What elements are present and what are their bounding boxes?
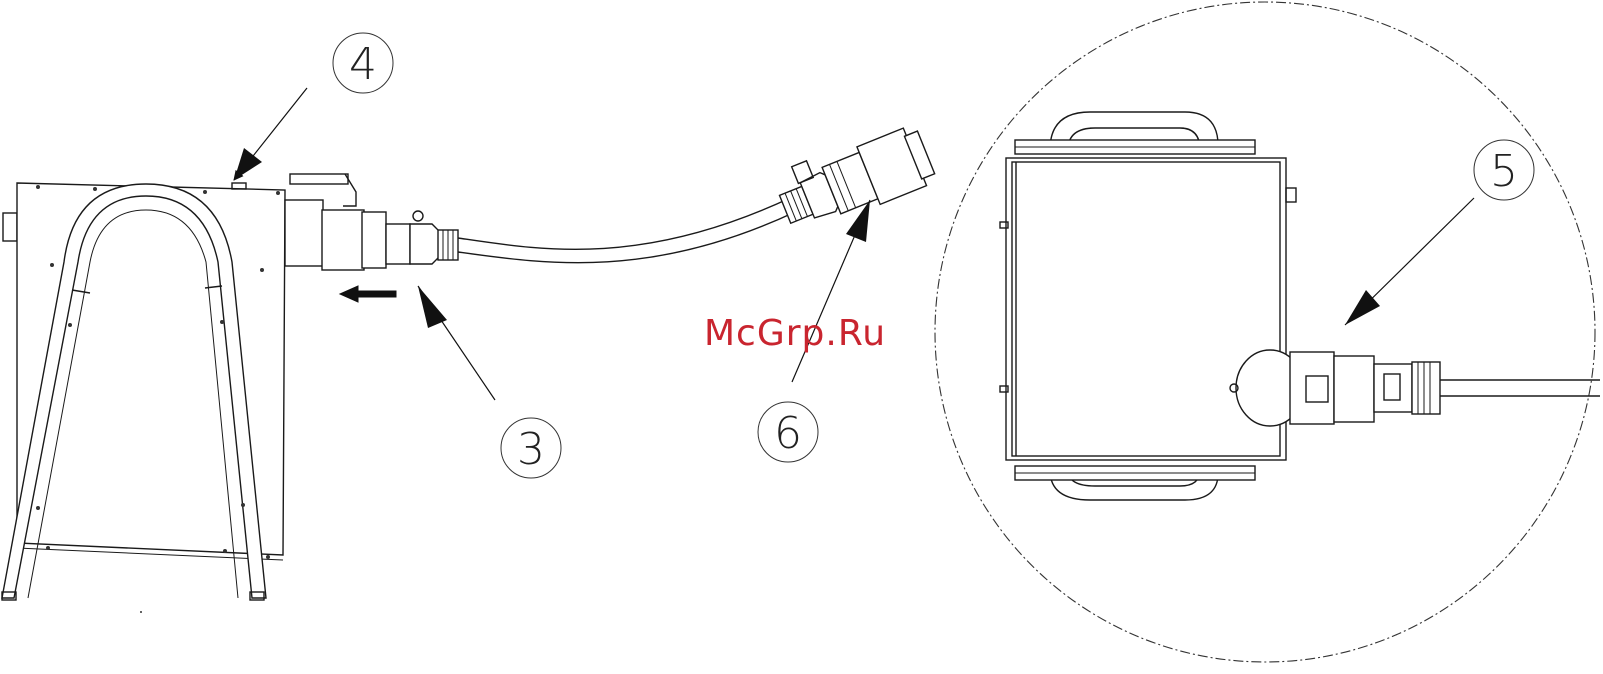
callout-5: 5 [1474, 140, 1534, 200]
callout-6: 6 [758, 402, 818, 462]
callout-6-label: 6 [774, 408, 802, 459]
detail-view [935, 2, 1600, 662]
watermark: McGrp.Ru [704, 313, 886, 354]
heater-side-view [2, 174, 458, 600]
power-cable [458, 198, 795, 263]
plug [771, 118, 937, 238]
callout-3-label: 3 [517, 424, 545, 475]
callout-5-label: 5 [1490, 146, 1518, 197]
callout-4-label: 4 [349, 39, 377, 90]
callout-4: 4 [333, 33, 393, 93]
callout-3: 3 [501, 418, 561, 478]
insert-direction-arrow [340, 286, 396, 302]
